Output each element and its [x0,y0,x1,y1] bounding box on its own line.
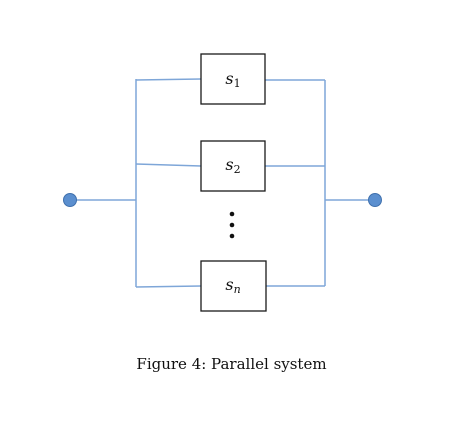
branch-1-left-wire [135,78,202,81]
branch-n-left-wire [135,285,202,288]
component-box-n: sn [200,260,267,312]
component-box-1: s1 [200,53,266,105]
component-label-1: s1 [225,69,240,90]
component-label-2: s2 [225,155,240,176]
component-label-n: sn [225,275,240,296]
figure-caption: Figure 4: Parallel system [136,355,327,373]
branch-2-left-wire [135,163,202,167]
output-terminal [368,193,382,207]
component-box-2: s2 [200,140,266,192]
vertical-ellipsis-icon [229,211,235,239]
input-terminal [63,193,77,207]
